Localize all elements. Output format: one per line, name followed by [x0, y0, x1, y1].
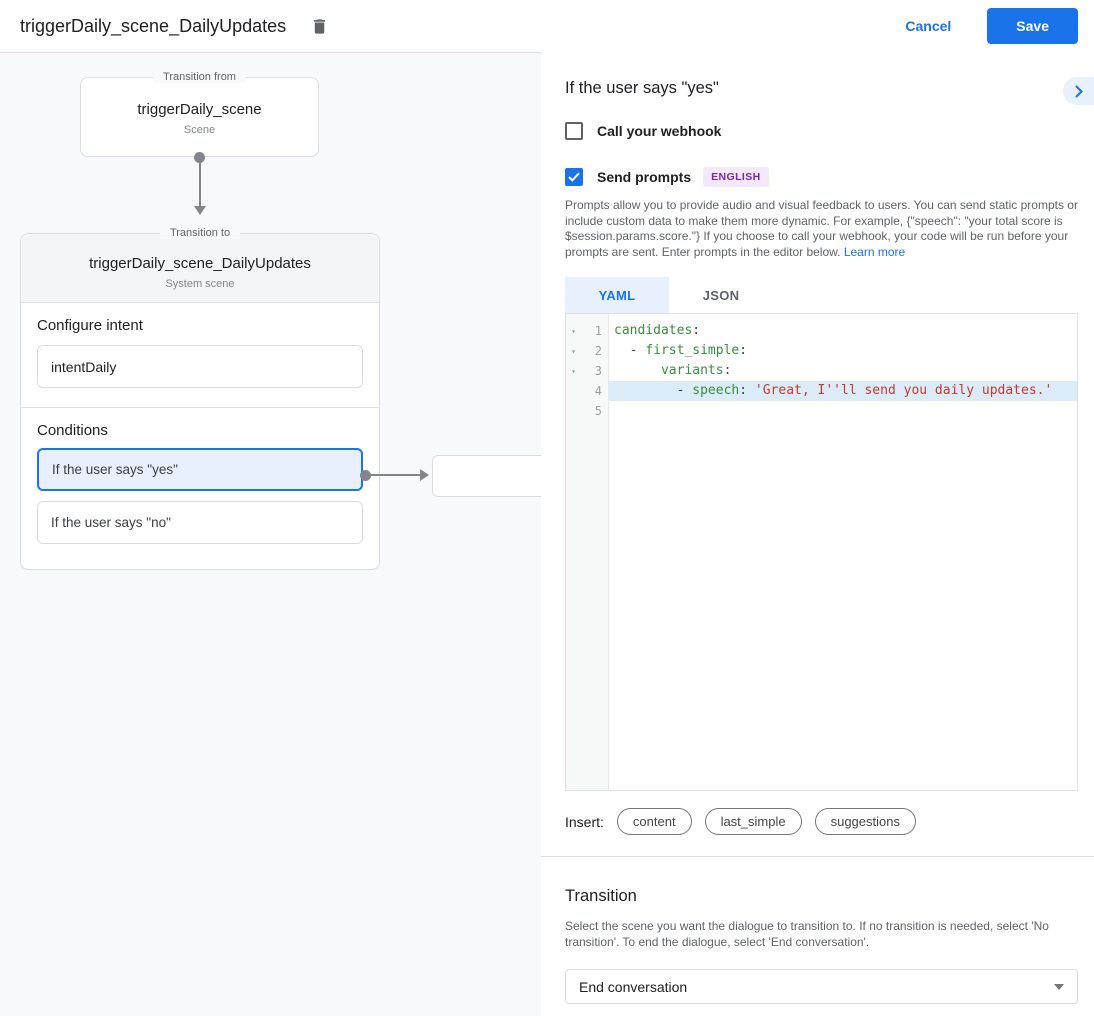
condition-detail-panel: If the user says "yes" Call your webhook… — [541, 52, 1094, 1016]
transition-from-legend: Transition from — [153, 71, 246, 83]
prompts-description: Prompts allow you to provide audio and v… — [565, 198, 1079, 260]
condition-title: If the user says "yes" — [565, 79, 719, 97]
transition-description: Select the scene you want the dialogue t… — [565, 919, 1049, 949]
section-divider — [541, 856, 1094, 857]
connector-line-horizontal — [366, 474, 422, 476]
connector-dot — [360, 470, 371, 481]
prompts-description-text: Prompts allow you to provide audio and v… — [565, 198, 1078, 259]
line-number: 3 — [594, 364, 602, 378]
save-button[interactable]: Save — [987, 8, 1078, 44]
fold-toggle-icon[interactable]: ▾ — [571, 346, 576, 356]
conditions-label: Conditions — [37, 422, 108, 439]
trash-icon — [310, 16, 329, 37]
insert-suggestions-button[interactable]: suggestions — [814, 808, 916, 835]
insert-label: Insert: — [565, 813, 604, 830]
code-line[interactable]: variants: — [660, 363, 732, 378]
connector-line-vertical — [199, 158, 201, 208]
connector-dot — [194, 152, 205, 163]
yaml-code-editor: ▾ 1 ▾ 2 ▾ 3 4 5 candidates: - first_simple: var… — [565, 313, 1078, 791]
tab-json[interactable]: JSON — [669, 277, 773, 313]
checkmark-icon — [568, 172, 580, 182]
line-number: 1 — [594, 324, 602, 338]
collapse-panel-button[interactable] — [1063, 77, 1094, 105]
insert-content-button[interactable]: content — [616, 808, 692, 835]
chevron-right-icon — [1075, 85, 1083, 98]
insert-buttons: content last_simple suggestions — [604, 808, 916, 835]
transition-select[interactable]: End conversation — [565, 969, 1078, 1004]
editor-code[interactable]: candidates: - first_simple: variants: - … — [609, 314, 1077, 790]
transition-to-legend: Transition to — [159, 227, 241, 239]
code-line[interactable]: - speech: 'Great, I''ll send you daily u… — [609, 381, 1077, 401]
to-scene-name: triggerDaily_scene_DailyUpdates — [89, 255, 311, 272]
to-scene-type: System scene — [165, 278, 235, 290]
call-webhook-label: Call your webhook — [597, 123, 722, 139]
page-title: triggerDaily_scene_DailyUpdates — [20, 15, 287, 36]
send-prompts-checkbox[interactable] — [565, 168, 583, 186]
condition-item[interactable]: If the user says "yes" — [37, 448, 363, 491]
tab-yaml[interactable]: YAML — [565, 277, 669, 313]
language-badge: ENGLISH — [703, 167, 769, 187]
cancel-button[interactable]: Cancel — [899, 17, 957, 35]
delete-button[interactable] — [308, 14, 331, 39]
code-line[interactable]: candidates: — [614, 323, 701, 338]
line-number: 5 — [594, 404, 602, 418]
code-line[interactable] — [609, 401, 1077, 421]
from-scene-name: triggerDaily_scene — [137, 101, 262, 118]
arrow-down-icon — [194, 206, 206, 215]
dropdown-caret-icon — [1054, 983, 1064, 990]
condition-item[interactable]: If the user says "no" — [37, 501, 363, 544]
conditions-list: If the user says "yes" If the user says "… — [37, 448, 363, 544]
scene-card-header: triggerDaily_scene_DailyUpdates System s… — [21, 234, 379, 303]
line-number: 2 — [594, 344, 602, 358]
line-number: 4 — [594, 384, 602, 398]
transition-title: Transition — [565, 887, 637, 905]
transition-select-value: End conversation — [579, 978, 688, 995]
flow-node-transition-to: Transition to triggerDaily_scene_DailyUp… — [20, 227, 380, 570]
fold-toggle-icon[interactable]: ▾ — [571, 366, 576, 376]
flow-node-transition-from[interactable]: Transition from triggerDaily_scene Scene — [80, 71, 319, 157]
intent-field[interactable]: intentDaily — [37, 345, 363, 388]
insert-last_simple-button[interactable]: last_simple — [704, 808, 802, 835]
arrow-right-icon — [420, 469, 429, 481]
from-scene-type: Scene — [183, 124, 216, 136]
send-prompts-label: Send prompts — [597, 169, 692, 185]
scene-flow-canvas: Transition from triggerDaily_scene Scene… — [0, 52, 541, 1016]
configure-intent-label: Configure intent — [37, 317, 143, 334]
editor-gutter: ▾ 1 ▾ 2 ▾ 3 4 5 — [566, 314, 609, 790]
top-bar: triggerDaily_scene_DailyUpdates Cancel S… — [0, 0, 1094, 52]
fold-toggle-icon[interactable]: ▾ — [571, 326, 576, 336]
call-webhook-checkbox[interactable] — [565, 122, 583, 140]
code-line[interactable]: - first_simple: — [614, 343, 748, 358]
card-divider — [21, 407, 379, 408]
flow-node-transition-target[interactable] — [432, 455, 541, 497]
learn-more-link[interactable]: Learn more — [843, 244, 906, 259]
